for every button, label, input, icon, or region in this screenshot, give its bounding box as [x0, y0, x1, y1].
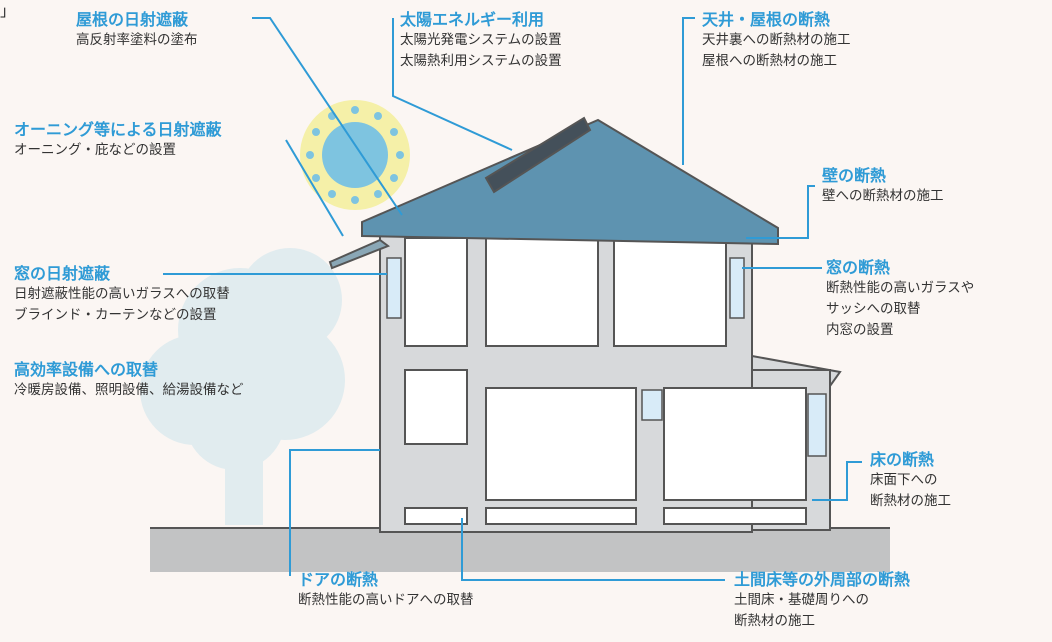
ceiling-desc-2: 屋根への断熱材の施工: [702, 53, 837, 69]
window-ins-desc-3: 内窓の設置: [826, 322, 894, 338]
floor-desc-2: 断熱材の施工: [870, 493, 951, 509]
solar-desc-1: 太陽光発電システムの設置: [400, 32, 562, 48]
equipment-title: 高効率設備への取替: [14, 360, 159, 379]
corner-mark: 」: [0, 2, 16, 20]
label-floor-insulation: 床の断熱 床面下への 断熱材の施工: [870, 450, 951, 512]
label-awning-shade: オーニング等による日射遮蔽 オーニング・庇などの設置: [14, 120, 222, 161]
window-ins-desc-1: 断熱性能の高いガラスや: [826, 280, 975, 296]
awning: [328, 238, 391, 270]
wall-title: 壁の断熱: [822, 166, 887, 185]
window-ins-desc-2: サッシへの取替: [826, 301, 921, 317]
earth-floor-title: 土間床等の外周部の断熱: [734, 570, 911, 589]
floor-title: 床の断熱: [870, 450, 935, 469]
awning-title: オーニング等による日射遮蔽: [14, 120, 222, 139]
solar-desc-2: 太陽熱利用システムの設置: [400, 53, 562, 69]
label-window-shade: 窓の日射遮蔽 日射遮蔽性能の高いガラスへの取替 ブラインド・カーテンなどの設置: [14, 264, 230, 326]
solar-panel: [484, 116, 592, 194]
ceiling-desc-1: 天井裏への断熱材の施工: [702, 32, 851, 48]
awning-desc: オーニング・庇などの設置: [14, 142, 176, 158]
house-structure: [328, 116, 842, 533]
roof: [361, 116, 779, 246]
window-ins-title: 窓の断熱: [826, 258, 891, 277]
label-roof-shade: 屋根の日射遮蔽 高反射率塗料の塗布: [76, 10, 198, 51]
earth-floor-desc-1: 土間床・基礎周りへの: [734, 592, 869, 608]
leader-lines: [163, 17, 862, 581]
door-desc: 断熱性能の高いドアへの取替: [298, 592, 474, 608]
roof-shade-desc: 高反射率塗料の塗布: [76, 32, 198, 48]
window-shade-desc-1: 日射遮蔽性能の高いガラスへの取替: [14, 286, 230, 302]
door-title: ドアの断熱: [298, 570, 379, 589]
floor-desc-1: 床面下への: [870, 472, 938, 488]
windows: [386, 257, 827, 457]
window-shade-desc-2: ブラインド・カーテンなどの設置: [14, 307, 217, 323]
solar-title: 太陽エネルギー利用: [400, 10, 545, 29]
label-ceiling-roof-insulation: 天井・屋根の断熱 天井裏への断熱材の施工 屋根への断熱材の施工: [702, 10, 851, 72]
label-solar-energy: 太陽エネルギー利用 太陽光発電システムの設置 太陽熱利用システムの設置: [400, 10, 562, 72]
wall-desc: 壁への断熱材の施工: [822, 188, 944, 204]
ceiling-title: 天井・屋根の断熱: [702, 10, 831, 29]
label-window-insulation: 窓の断熱 断熱性能の高いガラスや サッシへの取替 内窓の設置: [826, 258, 974, 341]
rooms: [404, 237, 807, 525]
ground: [150, 527, 890, 572]
equipment-desc: 冷暖房設備、照明設備、給湯設備など: [14, 382, 244, 398]
sun: [300, 100, 410, 210]
label-efficient-equipment: 高効率設備への取替 冷暖房設備、照明設備、給湯設備など: [14, 360, 244, 401]
window-shade-title: 窓の日射遮蔽: [14, 264, 111, 283]
roof-shade-title: 屋根の日射遮蔽: [76, 10, 189, 29]
earth-floor-desc-2: 断熱材の施工: [734, 613, 815, 629]
tree: [140, 248, 345, 525]
label-wall-insulation: 壁の断熱 壁への断熱材の施工: [822, 166, 944, 207]
label-door-insulation: ドアの断熱 断熱性能の高いドアへの取替: [298, 570, 474, 611]
label-earth-floor-insulation: 土間床等の外周部の断熱 土間床・基礎周りへの 断熱材の施工: [734, 570, 910, 632]
